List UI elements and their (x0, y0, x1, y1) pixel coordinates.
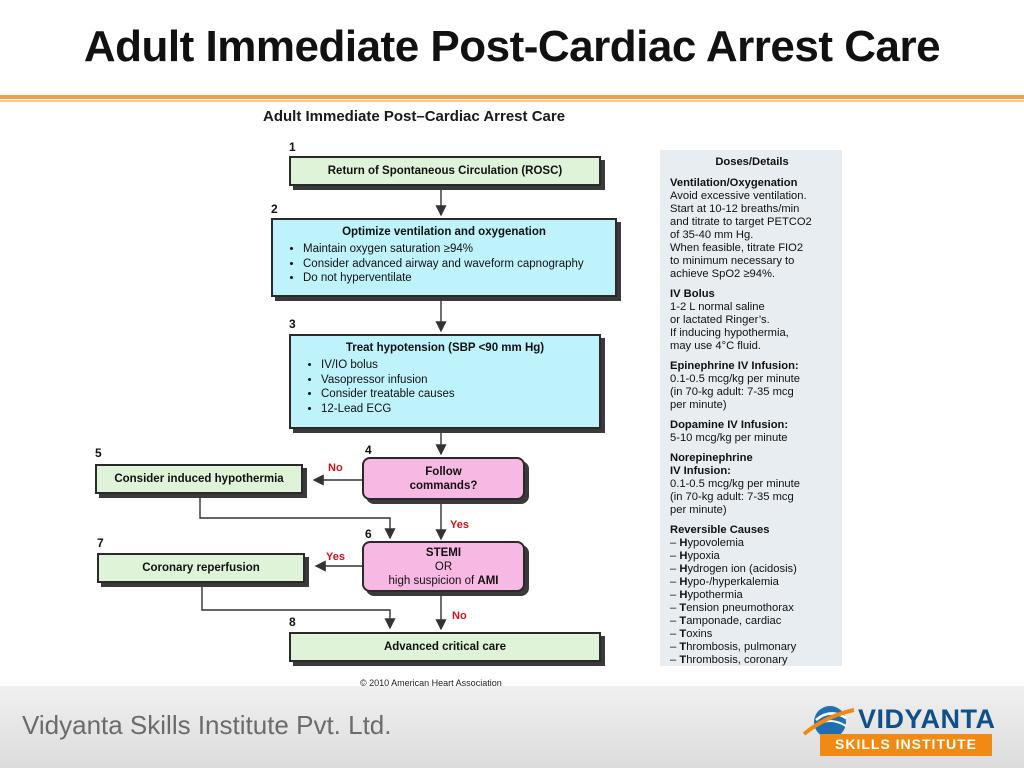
title-divider-light (0, 100, 1024, 102)
reversible-cause: – Thrombosis, pulmonary (670, 641, 797, 653)
norepinephrine-line: per minute) (670, 504, 727, 516)
step-3-item: 12-Lead ECG (321, 402, 591, 417)
norepinephrine-title-2: IV Infusion: (670, 465, 731, 477)
step-2-item: Do not hyperventilate (303, 271, 607, 286)
step-3-title: Treat hypotension (SBP <90 mm Hg) (345, 342, 545, 354)
step-number-8: 8 (289, 615, 296, 629)
step-1-rosc: Return of Spontaneous Circulation (ROSC) (289, 156, 601, 186)
reversible-causes-section: Reversible Causes – Hypovolemia – Hypoxi… (670, 524, 834, 667)
iv-bolus-line: If inducing hypothermia, (670, 327, 789, 339)
step-4-follow-commands: Follow commands? (362, 457, 525, 500)
copyright-text: © 2010 American Heart Association (360, 678, 502, 688)
logo-banner: SKILLS INSTITUTE (820, 734, 992, 756)
ventilation-title: Ventilation/Oxygenation (670, 177, 798, 189)
iv-bolus-line: 1-2 L normal saline (670, 301, 765, 313)
arrow-5-6 (199, 494, 396, 540)
step-6-line1: STEMI (425, 546, 462, 559)
label-yes-stemi: Yes (326, 551, 345, 563)
reversible-cause: – Hypoxia (670, 550, 720, 562)
arrow-7-8 (201, 583, 396, 630)
step-2-item: Maintain oxygen saturation ≥94% (303, 242, 607, 257)
epinephrine-line: 0.1-0.5 mcg/kg per minute (670, 373, 800, 385)
logo-subtitle: SKILLS INSTITUTE (835, 736, 977, 752)
step-4-line1: Follow (425, 465, 462, 478)
reversible-causes-title: Reversible Causes (670, 524, 770, 536)
step-3-item: Consider treatable causes (321, 387, 591, 402)
slide-title: Adult Immediate Post-Cardiac Arrest Care (83, 22, 941, 71)
norepinephrine-section: Norepinephrine IV Infusion: 0.1-0.5 mcg/… (670, 452, 834, 517)
dopamine-line: 5-10 mcg/kg per minute (670, 432, 788, 444)
step-5-text: Consider induced hypothermia (114, 473, 284, 485)
reversible-cause: – Hypovolemia (670, 537, 745, 549)
step-2-list: Maintain oxygen saturation ≥94% Consider… (281, 242, 607, 286)
epinephrine-line: (in 70-kg adult: 7-35 mcg (670, 386, 794, 398)
step-6-line3-bold: AMI (477, 574, 499, 587)
step-4-line2: commands? (409, 479, 478, 492)
step-3-item: IV/IO bolus (321, 358, 591, 373)
step-number-5: 5 (95, 446, 102, 460)
step-7-reperfusion: Coronary reperfusion (97, 553, 305, 583)
ventilation-line: When feasible, titrate FIO2 (670, 242, 804, 254)
step-number-4: 4 (365, 443, 372, 457)
ventilation-line: Start at 10-12 breaths/min (670, 203, 800, 215)
epinephrine-line: per minute) (670, 399, 727, 411)
step-6-stemi: STEMI OR high suspicion of AMI (362, 541, 525, 592)
chart-title: Adult Immediate Post–Cardiac Arrest Care (263, 108, 566, 125)
norepinephrine-line: (in 70-kg adult: 7-35 mcg (670, 491, 794, 503)
logo-wordmark: VIDYANTA (858, 704, 996, 734)
iv-bolus-line: or lactated Ringer’s. (670, 314, 770, 326)
step-number-7: 7 (97, 536, 104, 550)
ventilation-line: achieve SpO2 ≥94%. (670, 268, 776, 280)
step-3-item: Vasopressor infusion (321, 373, 591, 388)
ventilation-line: Avoid excessive ventilation. (670, 190, 807, 202)
step-8-text: Advanced critical care (383, 641, 507, 653)
label-no-stemi: No (452, 610, 467, 622)
step-1-text: Return of Spontaneous Circulation (ROSC) (327, 165, 563, 177)
vidyanta-logo: VIDYANTA SKILLS INSTITUTE (798, 698, 996, 760)
step-6-line3: high suspicion of AMI (389, 574, 499, 588)
footer-company-name: Vidyanta Skills Institute Pvt. Ltd. (22, 710, 392, 740)
step-2-item: Consider advanced airway and waveform ca… (303, 257, 607, 272)
step-7-text: Coronary reperfusion (142, 562, 260, 574)
step-6-line2: OR (434, 560, 453, 573)
doses-details-panel: Doses/Details Ventilation/Oxygenation Av… (660, 150, 842, 666)
step-3-hypotension: Treat hypotension (SBP <90 mm Hg) IV/IO … (289, 334, 601, 429)
doses-header: Doses/Details (715, 156, 789, 168)
step-number-3: 3 (289, 317, 296, 331)
label-no-follow: No (328, 462, 343, 474)
reversible-cause: – Thrombosis, coronary (670, 654, 788, 666)
reversible-cause: – Toxins (670, 628, 713, 640)
norepinephrine-line: 0.1-0.5 mcg/kg per minute (670, 478, 800, 490)
step-2-ventilation: Optimize ventilation and oxygenation Mai… (271, 218, 617, 297)
step-number-1: 1 (289, 140, 296, 154)
ventilation-line: to minimum necessary to (670, 255, 795, 267)
reversible-cause: – Tamponade, cardiac (670, 615, 782, 627)
step-5-hypothermia: Consider induced hypothermia (95, 464, 303, 494)
label-yes-follow: Yes (450, 519, 469, 531)
norepinephrine-title: Norepinephrine (670, 452, 753, 464)
globe-swoosh-icon (802, 706, 855, 738)
dopamine-section: Dopamine IV Infusion: 5-10 mcg/kg per mi… (670, 419, 834, 445)
step-3-list: IV/IO bolus Vasopressor infusion Conside… (299, 358, 591, 416)
ventilation-line: of 35-40 mm Hg. (670, 229, 754, 241)
iv-bolus-line: may use 4°C fluid. (670, 340, 761, 352)
title-divider (0, 95, 1024, 99)
reversible-cause: – Hydrogen ion (acidosis) (670, 563, 797, 575)
reversible-cause: – Hypo-/hyperkalemia (670, 576, 779, 588)
step-number-2: 2 (271, 202, 278, 216)
iv-bolus-title: IV Bolus (670, 288, 715, 300)
step-6-line3-prefix: high suspicion of (388, 574, 478, 587)
step-8-critical-care: Advanced critical care (289, 632, 601, 662)
reversible-cause: – Hypothermia (670, 589, 743, 601)
epinephrine-title: Epinephrine IV Infusion: (670, 360, 799, 372)
dopamine-title: Dopamine IV Infusion: (670, 419, 789, 431)
reversible-cause: – Tension pneumothorax (670, 602, 794, 614)
ventilation-line: and titrate to target PETCO2 (670, 216, 812, 228)
step-2-title: Optimize ventilation and oxygenation (342, 226, 546, 238)
iv-bolus-section: IV Bolus 1-2 L normal saline or lactated… (670, 288, 834, 353)
epinephrine-section: Epinephrine IV Infusion: 0.1-0.5 mcg/kg … (670, 360, 834, 412)
ventilation-section: Ventilation/Oxygenation Avoid excessive … (670, 177, 834, 281)
step-number-6: 6 (365, 527, 372, 541)
